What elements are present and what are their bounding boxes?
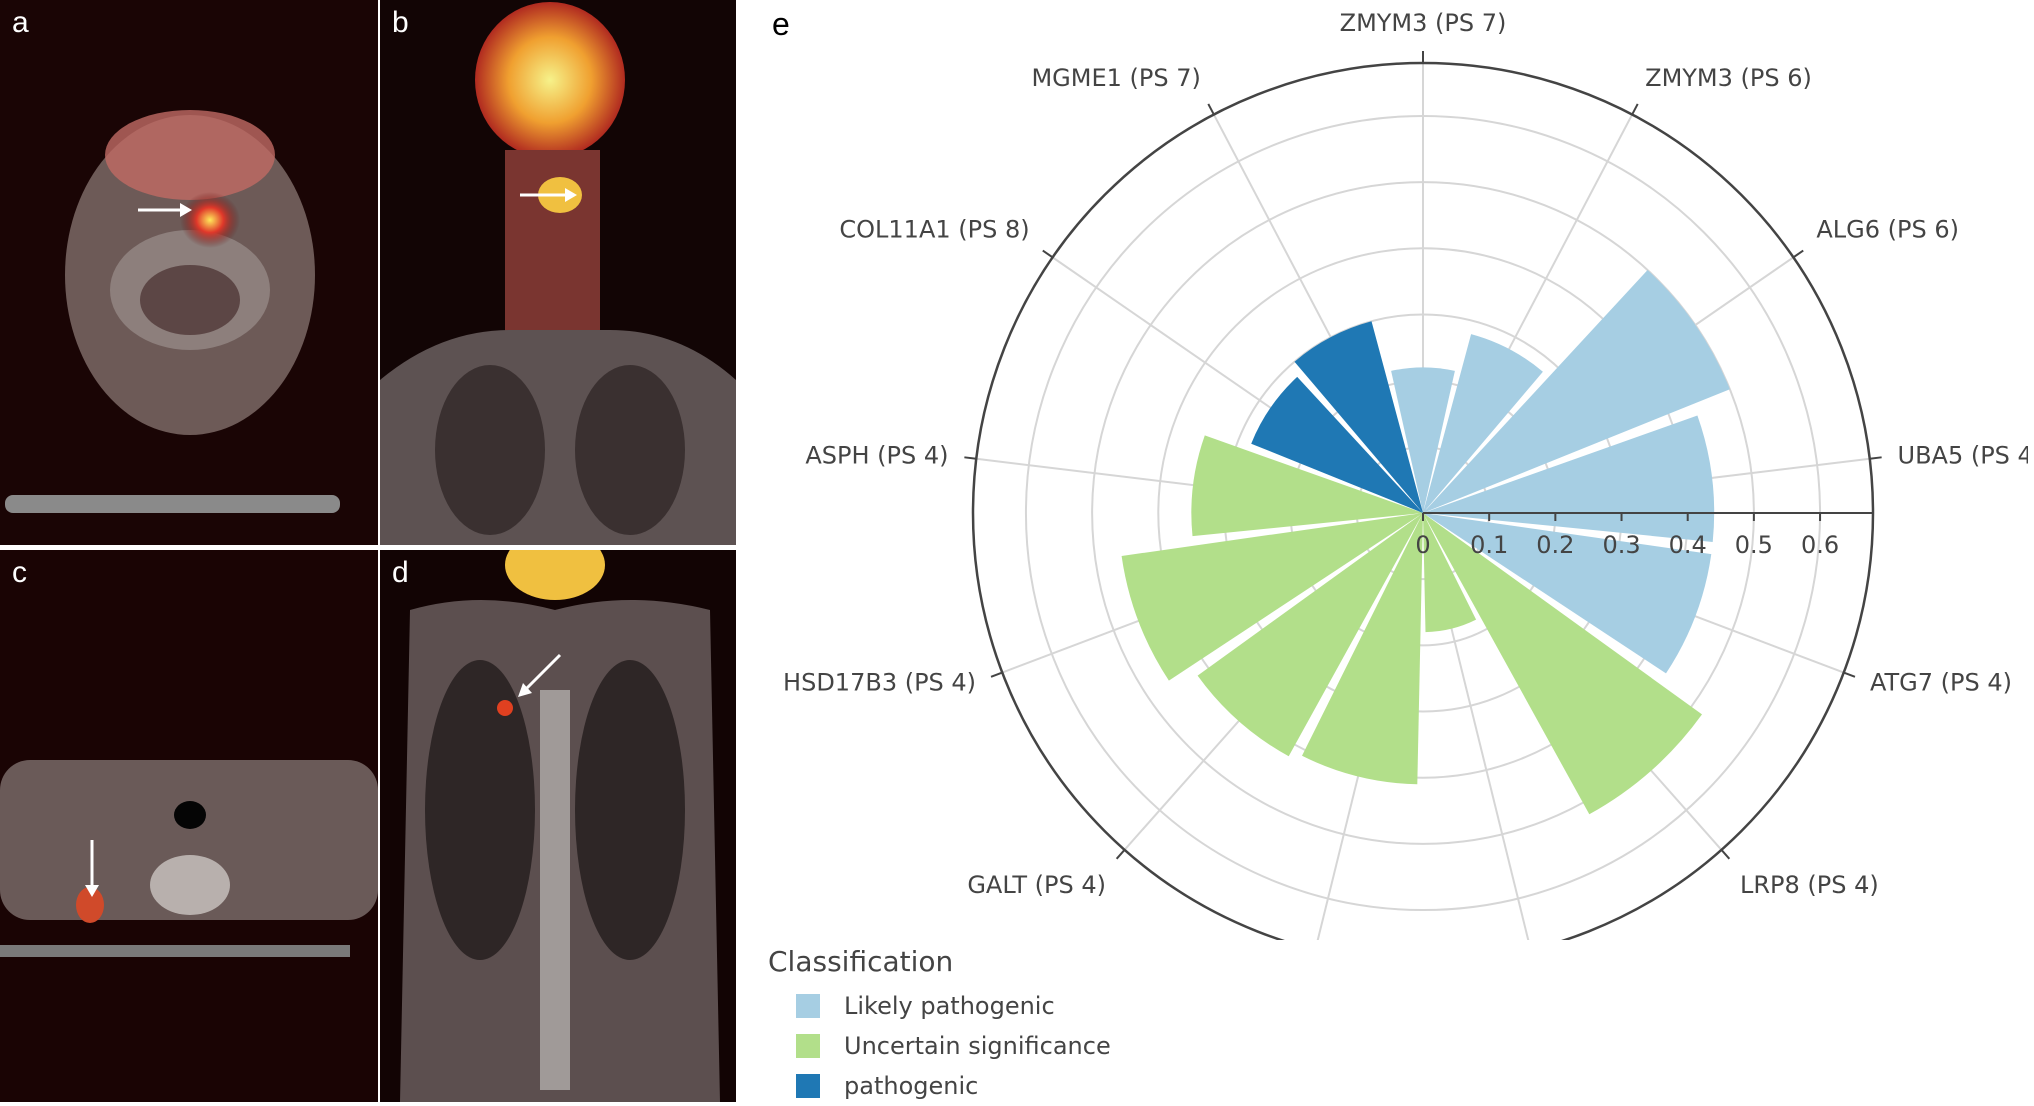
- legend-label: pathogenic: [844, 1072, 979, 1100]
- polar-bar: [1423, 270, 1730, 513]
- radial-tick-label: 0.3: [1602, 531, 1640, 559]
- category-label: LRP8 (PS 4): [1740, 871, 1879, 899]
- scan-panel-a: a: [0, 0, 378, 545]
- legend-item-likely-pathogenic[interactable]: Likely pathogenic: [768, 986, 1111, 1026]
- legend-item-uncertain-significance[interactable]: Uncertain significance: [768, 1026, 1111, 1066]
- category-label: ALG6 (PS 6): [1816, 215, 1959, 243]
- angular-tick-mark: [1843, 671, 1856, 678]
- angular-tick-mark: [1792, 249, 1804, 259]
- angular-tick-mark: [1720, 849, 1731, 860]
- panel-label-c: c: [12, 556, 27, 589]
- polar-bar: [1121, 513, 1423, 681]
- angular-tick-mark: [1207, 103, 1215, 116]
- category-label: MGME1 (PS 7): [1031, 64, 1200, 92]
- polar-bar: [1391, 367, 1455, 513]
- radial-tick-label: 0.5: [1735, 531, 1773, 559]
- radial-tick-label: 0: [1415, 531, 1430, 559]
- angular-tick-mark: [1631, 103, 1639, 116]
- category-label: UBA5 (PS 4): [1898, 441, 2028, 469]
- category-label: ZMYM3 (PS 6): [1645, 64, 1812, 92]
- legend-swatch: [796, 994, 820, 1018]
- category-label: ASPH (PS 4): [805, 441, 948, 469]
- category-label: ATG7 (PS 4): [1870, 669, 2012, 697]
- polar-bar: [1423, 513, 1712, 674]
- angular-tick-mark: [964, 456, 977, 460]
- legend-swatch: [796, 1074, 820, 1098]
- category-label: ZMYM3 (PS 7): [1340, 9, 1507, 37]
- panel-label-a: a: [12, 6, 29, 39]
- panel-label-d: d: [392, 556, 409, 589]
- radial-tick-label: 0.1: [1470, 531, 1508, 559]
- angular-tick-mark: [1042, 249, 1054, 259]
- legend-title: Classification: [768, 945, 954, 978]
- radial-tick-label: 0.6: [1801, 531, 1839, 559]
- panel-label-b: b: [392, 6, 409, 39]
- scan-panel-b: b: [380, 0, 736, 545]
- scan-panel-c: c: [0, 550, 378, 1102]
- radial-tick-label: 0.2: [1536, 531, 1574, 559]
- category-label: GALT (PS 4): [967, 871, 1106, 899]
- legend-label: Likely pathogenic: [844, 992, 1055, 1020]
- angular-tick-mark: [1869, 456, 1882, 460]
- polar-bar: [1423, 334, 1543, 513]
- coronal-head-neck-scan-image: [380, 0, 736, 545]
- legend-item-pathogenic[interactable]: pathogenic: [768, 1066, 1111, 1106]
- chart-legend: Classification Likely pathogenic Uncerta…: [768, 945, 1111, 1106]
- category-label: COL11A1 (PS 8): [839, 215, 1029, 243]
- polar-bar: [1251, 376, 1423, 513]
- radial-tick-label: 0.4: [1669, 531, 1707, 559]
- polar-bar: [1423, 415, 1715, 542]
- legend-label: Uncertain significance: [844, 1032, 1111, 1060]
- angular-tick-mark: [1115, 849, 1126, 860]
- category-label: HSD17B3 (PS 4): [783, 669, 976, 697]
- polar-bar: [1423, 513, 1702, 815]
- polar-bar: [1423, 513, 1477, 633]
- polar-bar: [1302, 513, 1423, 785]
- axial-head-scan-image: [0, 0, 378, 545]
- polar-bar-chart: 0 0.1 0.2 0.3 0.4 0.5 0.6 ZMYM3 (PS 7) ZMYM3 (PS…: [783, 9, 2028, 940]
- polar-bar: [1197, 513, 1423, 757]
- panel-label-e: e: [772, 6, 790, 42]
- axial-thorax-scan-image: [0, 550, 378, 1102]
- polar-bar: [1294, 321, 1423, 513]
- angular-tick-mark: [990, 671, 1003, 678]
- polar-bar: [1191, 435, 1423, 537]
- coronal-body-scan-image: [380, 550, 736, 1102]
- scan-panel-d: d: [380, 550, 736, 1102]
- legend-swatch: [796, 1034, 820, 1058]
